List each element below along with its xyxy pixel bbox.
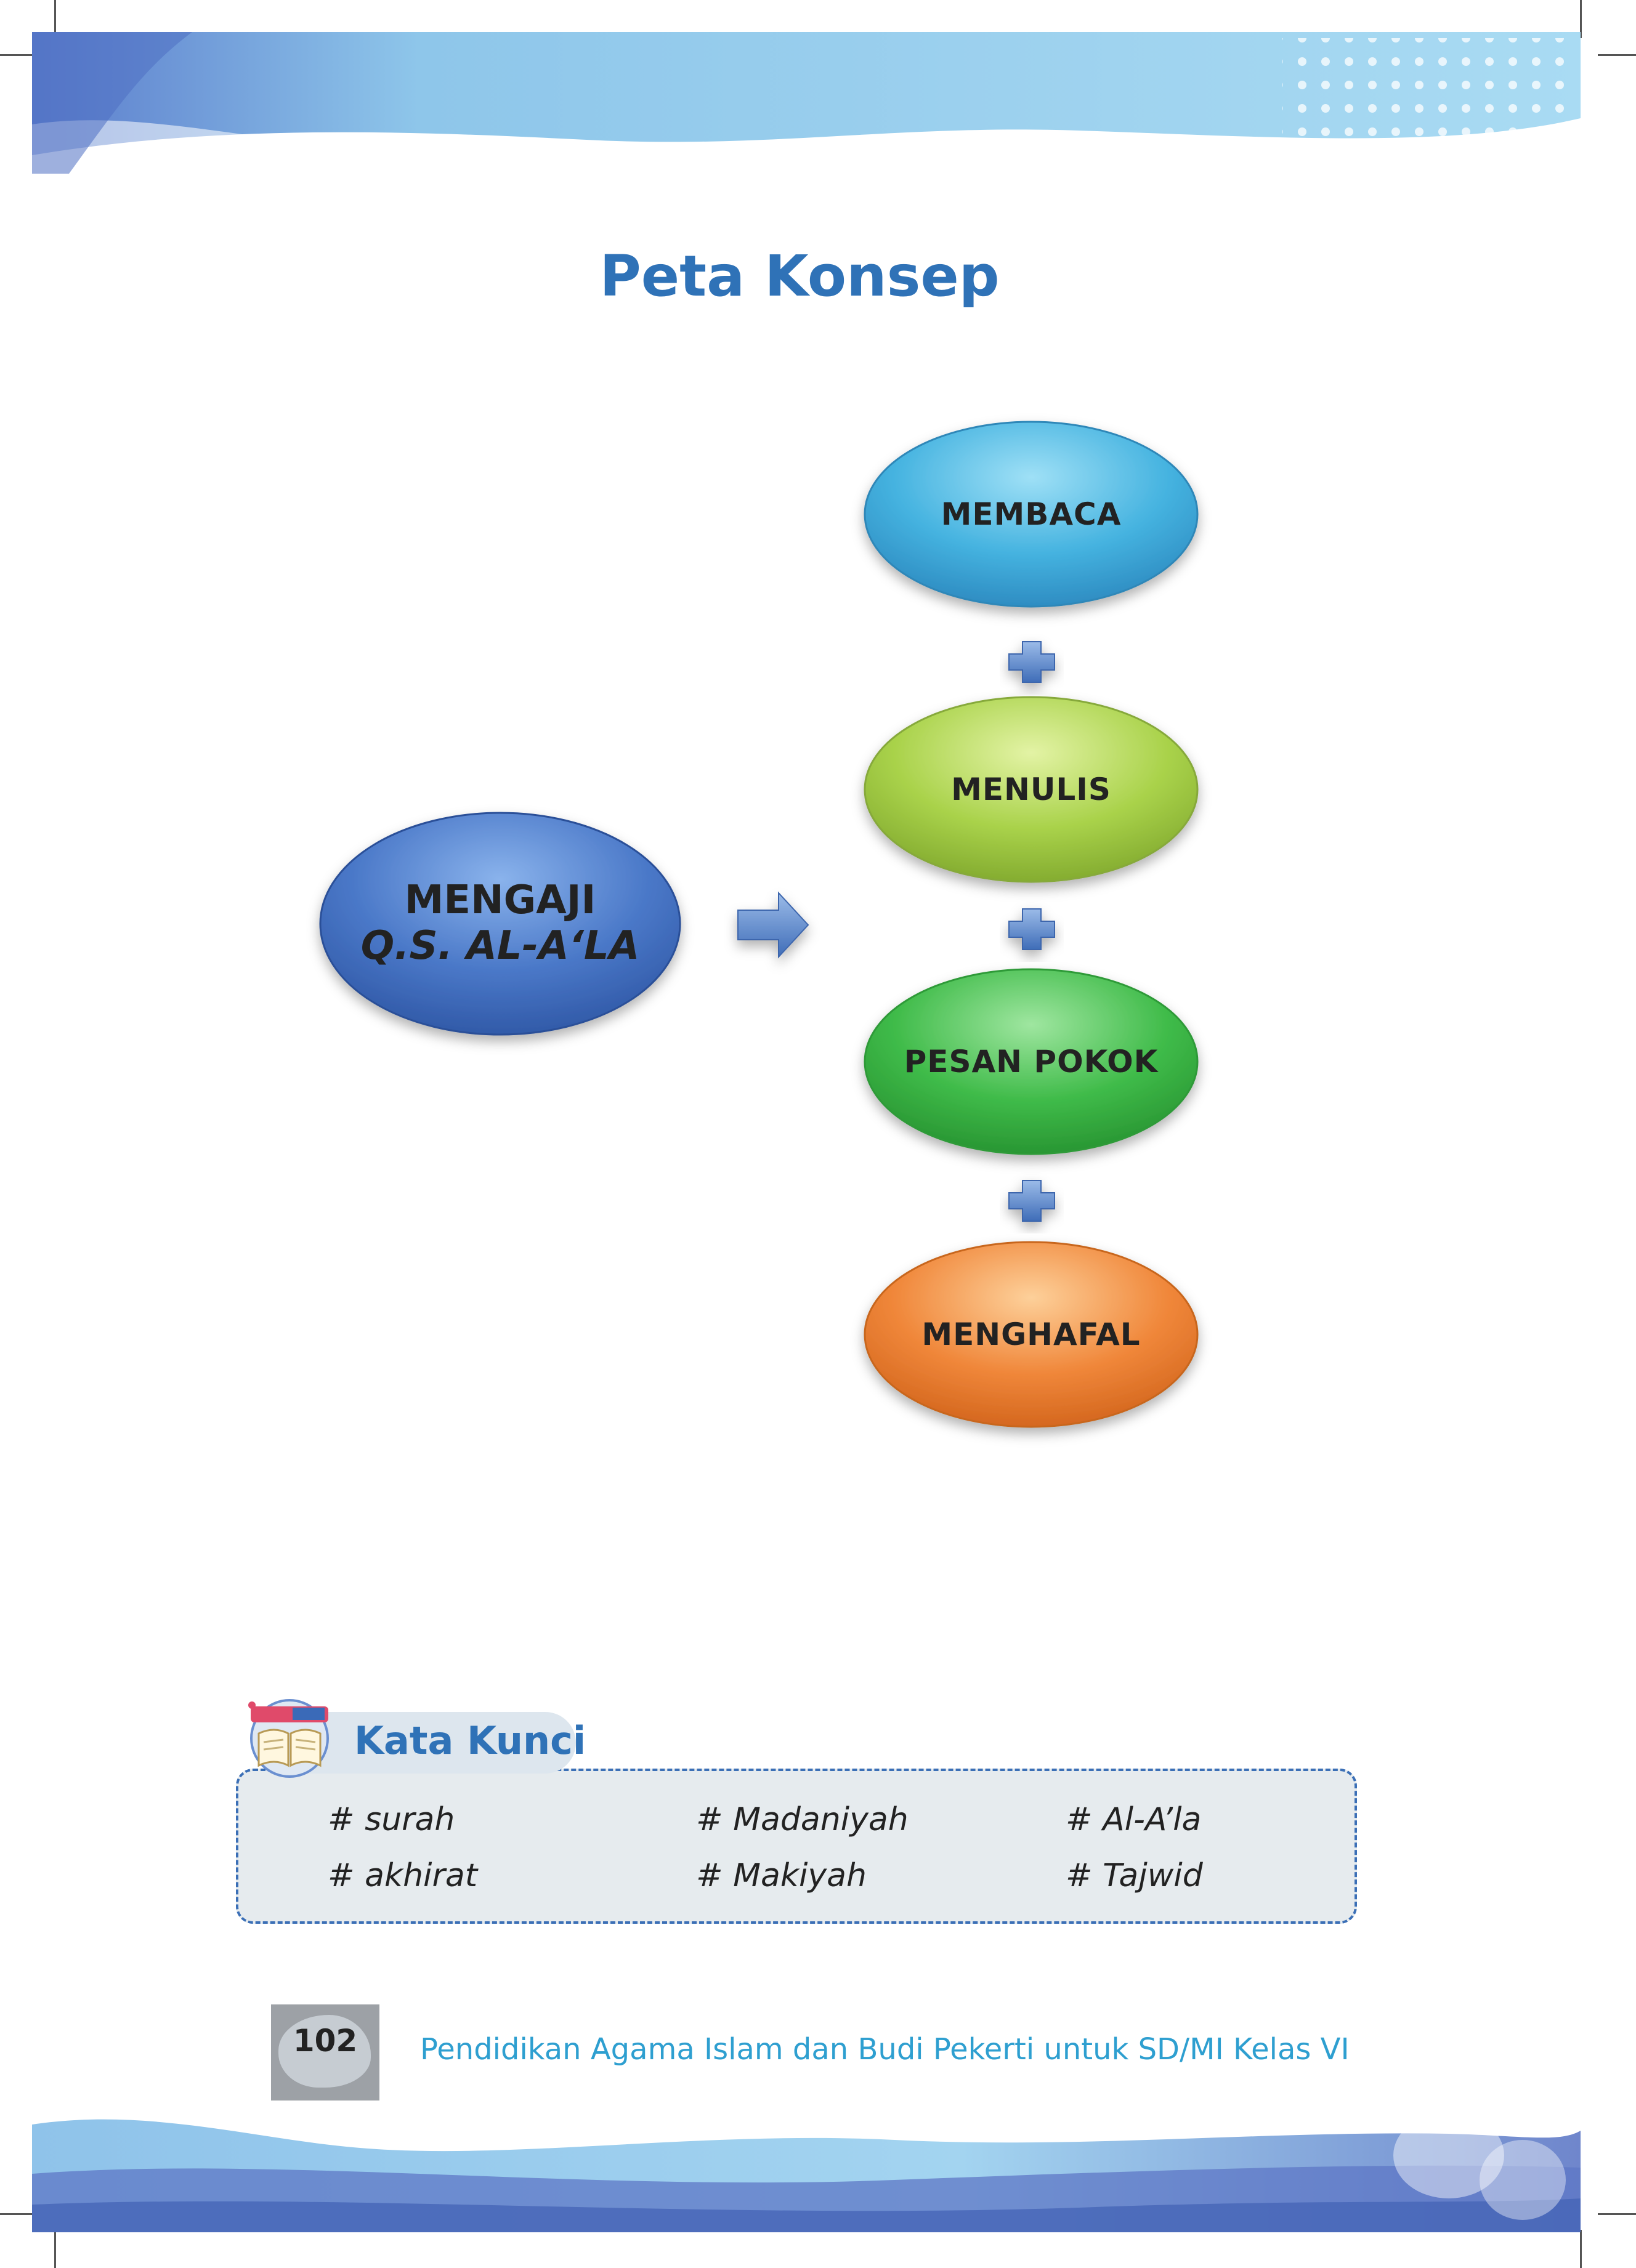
keyword-heading: Kata Kunci <box>354 1718 586 1763</box>
right-arrow-icon <box>737 891 809 959</box>
crop-mark <box>1580 0 1582 38</box>
header-wave-band <box>32 32 1581 174</box>
crop-mark <box>54 0 56 38</box>
main-node: MENGAJI Q.S. AL-A‘LA <box>320 850 680 998</box>
footer-wave-band <box>32 2112 1581 2232</box>
crop-mark <box>0 54 38 56</box>
page-number-blob <box>278 2015 371 2088</box>
keyword-item: # Makiyah <box>696 1857 867 1894</box>
main-node-line1: MENGAJI <box>404 878 596 924</box>
crop-mark <box>1580 2230 1582 2268</box>
plus-icon <box>1008 908 1055 950</box>
crop-mark <box>54 2230 56 2268</box>
step-node-menulis: MENULIS <box>951 772 1111 807</box>
step-node-pesan-pokok: PESAN POKOK <box>904 1044 1159 1080</box>
crop-mark <box>0 2213 38 2215</box>
step-node-membaca: MEMBACA <box>941 496 1122 532</box>
step-node-menghafal: MENGHAFAL <box>921 1317 1141 1352</box>
plus-icon <box>1008 641 1055 683</box>
keyword-item: # akhirat <box>328 1857 478 1894</box>
crop-mark <box>1598 2213 1636 2215</box>
page-title: Peta Konsep <box>599 243 1000 309</box>
book-title-footer: Pendidikan Agama Islam dan Budi Pekerti … <box>420 2032 1350 2067</box>
keyword-item: # Al-A’la <box>1066 1801 1202 1838</box>
main-node-line2: Q.S. AL-A‘LA <box>360 923 640 969</box>
keyword-item: # Tajwid <box>1066 1857 1203 1894</box>
plus-icon <box>1008 1180 1055 1222</box>
crop-mark <box>1598 54 1636 56</box>
keyword-item: # Madaniyah <box>696 1801 909 1838</box>
keyword-item: # surah <box>328 1801 455 1838</box>
page-number: 102 <box>293 2023 358 2059</box>
keyword-box <box>236 1769 1357 1924</box>
book-icon <box>248 1699 329 1778</box>
keyword-heading-tab <box>290 1712 576 1774</box>
